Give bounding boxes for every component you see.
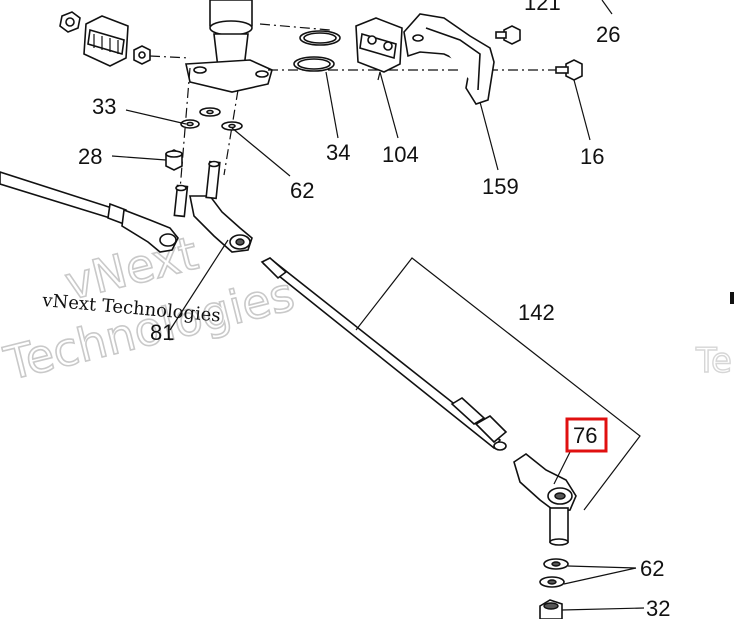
part-outer-tie-rod-end-76 [513, 453, 577, 546]
callout-142: 142 [518, 300, 555, 325]
part-clamp-104 [355, 17, 403, 81]
part-nut-28 [165, 149, 183, 171]
part-washer-33 [180, 119, 200, 129]
watermark-edge-right: Te [695, 341, 732, 381]
part-top-left-nut [59, 11, 81, 33]
callout-104: 104 [382, 142, 419, 167]
leader-lines [111, 0, 645, 611]
part-tie-rod-142 [260, 257, 508, 451]
callout-159: 159 [482, 174, 519, 199]
highlight-box [565, 417, 608, 453]
part-cover-159 [403, 13, 495, 105]
callout-76: 76 [573, 423, 597, 448]
callout-62-lower: 62 [640, 556, 664, 581]
part-washers-62-lower [539, 558, 569, 588]
part-inner-tie-rod-end [189, 160, 253, 253]
part-small-nut [133, 45, 151, 65]
callout-62-upper: 62 [290, 178, 314, 203]
part-o-rings-34 [293, 30, 341, 72]
part-bearing-housing [83, 15, 129, 67]
edge-mark [730, 292, 734, 304]
callout-81: 81 [150, 320, 174, 345]
callout-labels: 121 26 16 33 28 34 104 159 62 142 81 62 … [78, 0, 670, 619]
callout-76-highlight[interactable]: 76 [565, 417, 608, 453]
callout-121: 121 [524, 0, 561, 15]
callout-28: 28 [78, 144, 102, 169]
bracket-142 [355, 257, 641, 511]
part-bolt-16 [555, 59, 583, 81]
part-washer-pair [199, 107, 243, 131]
part-nut-32 [539, 599, 563, 619]
callout-16: 16 [580, 144, 604, 169]
callout-32: 32 [646, 596, 670, 619]
part-left-tie-rod [0, 171, 189, 253]
part-bolt-26 [495, 25, 521, 45]
part-steering-column [185, 0, 273, 93]
callout-33: 33 [92, 94, 116, 119]
callout-26: 26 [596, 22, 620, 47]
callout-34: 34 [326, 140, 350, 165]
